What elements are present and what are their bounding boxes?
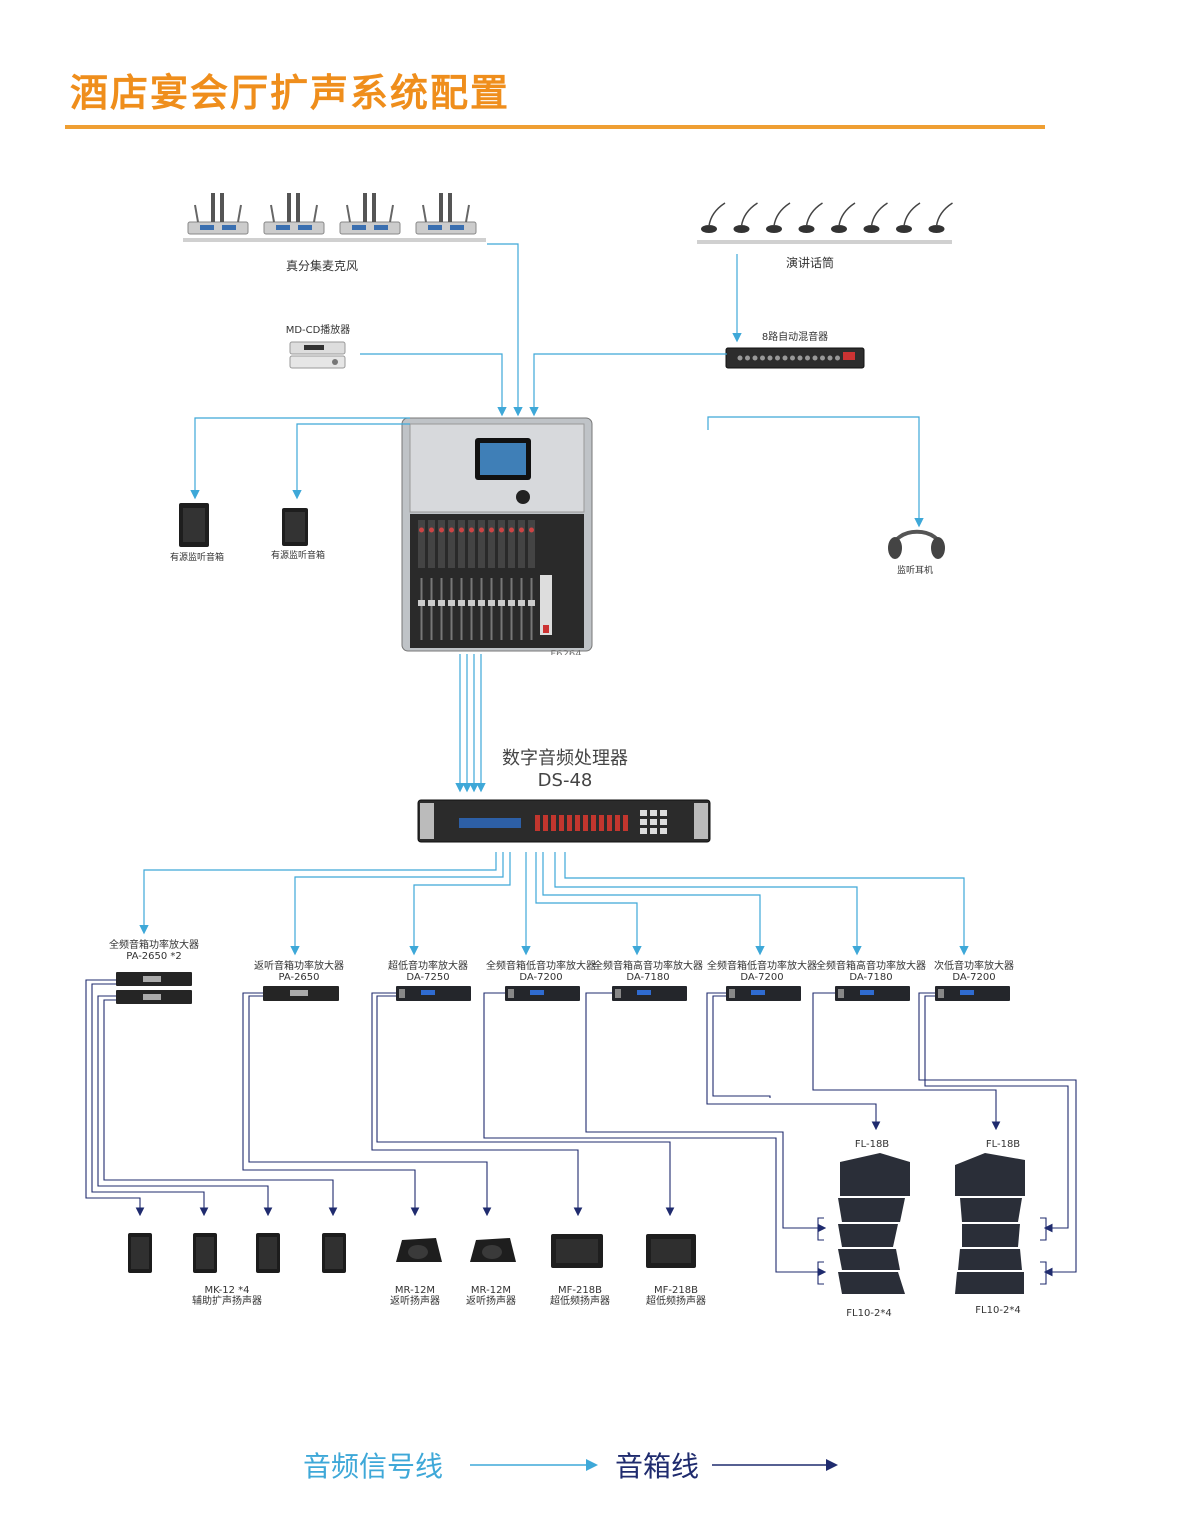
line-array-left xyxy=(838,1153,910,1294)
active-speaker-label-1: 有源监听音箱 xyxy=(169,553,225,563)
mk12-speaker-3 xyxy=(256,1233,280,1273)
mk12-speaker-1 xyxy=(128,1233,152,1273)
page-title: 酒店宴会厅扩声系统配置 xyxy=(70,71,511,115)
gooseneck-mic-2 xyxy=(733,202,758,233)
mk12-speaker-4 xyxy=(322,1233,346,1273)
headphones-label: 监听耳机 xyxy=(896,566,934,576)
gooseneck-mic-group xyxy=(697,202,953,244)
gooseneck-mic-6 xyxy=(863,202,888,233)
amp-da-1 xyxy=(396,986,471,1001)
cd-player-device xyxy=(289,341,346,369)
cd-player-label: MD-CD播放器 xyxy=(285,325,351,336)
auto-mixer-label: 8路自动混音器 xyxy=(761,332,829,343)
mk12-speakers xyxy=(128,1233,346,1273)
mk12-speaker-2 xyxy=(193,1233,217,1273)
active-monitor-speakers xyxy=(179,503,308,547)
signal-lines xyxy=(139,243,969,956)
amp-da-3 xyxy=(612,986,687,1001)
wireless-mic-group xyxy=(183,193,486,242)
mf218b-subwoofers xyxy=(551,1234,696,1268)
fl18b-label-2: FL-18B xyxy=(985,1139,1021,1150)
gooseneck-mic-label: 演讲话筒 xyxy=(785,256,835,270)
dsp-model: DS-48 xyxy=(537,770,593,791)
gooseneck-mic-7 xyxy=(896,202,921,233)
amp-pa2650-pair xyxy=(116,972,192,1004)
speaker-lines xyxy=(85,979,1077,1285)
gooseneck-mic-5 xyxy=(831,202,856,233)
wireless-mic-label: 真分集麦克风 xyxy=(285,259,359,273)
monitor-headphones xyxy=(888,529,945,559)
gooseneck-mic-8 xyxy=(928,202,953,233)
auto-mixer-device xyxy=(725,347,865,369)
mixer-model-label: F6264 xyxy=(550,649,582,655)
amp-da-5 xyxy=(835,986,910,1001)
line-array-right xyxy=(955,1153,1025,1294)
amp-pa2650 xyxy=(263,986,339,1001)
gooseneck-mic-4 xyxy=(798,202,823,233)
title-rule xyxy=(65,125,1045,129)
amp-da-6 xyxy=(935,986,1010,1001)
wireless-receiver-3 xyxy=(339,193,401,235)
fl10-label-2: FL10-2*4 xyxy=(975,1305,1021,1316)
wireless-receiver-2 xyxy=(263,193,325,235)
gooseneck-mic-1 xyxy=(701,202,726,233)
active-speaker-label-2: 有源监听音箱 xyxy=(270,551,326,561)
wireless-receiver-1 xyxy=(187,193,249,235)
gooseneck-mic-3 xyxy=(766,202,791,233)
fl10-label-1: FL10-2*4 xyxy=(846,1308,892,1319)
legend-signal-label: 音频信号线 xyxy=(303,1450,444,1483)
dsp-name: 数字音频处理器 xyxy=(502,748,628,769)
amp-da-2 xyxy=(505,986,580,1001)
dsp-processor-device xyxy=(417,799,711,843)
legend-speaker-label: 音箱线 xyxy=(615,1450,700,1483)
fl18b-label-1: FL-18B xyxy=(854,1139,890,1150)
amp-da-4 xyxy=(726,986,801,1001)
wireless-receiver-4 xyxy=(415,193,477,235)
dsp-label: 数字音频处理器 DS-48 xyxy=(502,748,628,792)
mr12m-wedge-monitors xyxy=(396,1238,516,1262)
amplifiers xyxy=(116,972,1010,1004)
digital-mixer-console xyxy=(401,417,593,652)
